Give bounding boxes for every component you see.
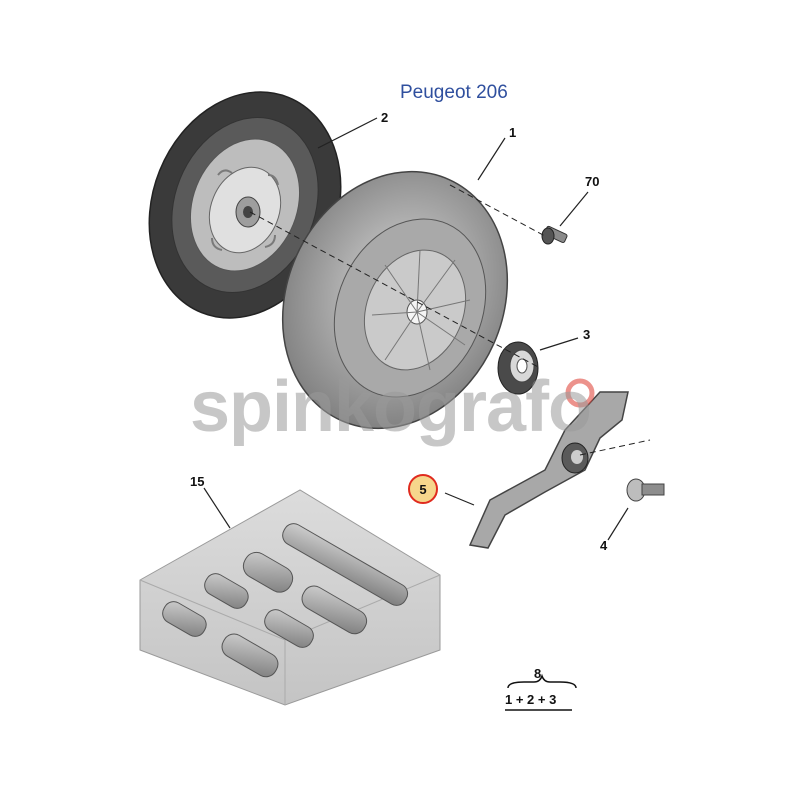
callout-5-highlight: 5 [408, 474, 438, 504]
callout-70: 70 [585, 174, 600, 189]
kit-formula: 1 + 2 + 3 [505, 692, 557, 707]
axis-lines [249, 184, 651, 456]
screw [541, 225, 568, 245]
release-fork [468, 391, 629, 549]
release-bearing [497, 341, 539, 395]
pressure-plate [281, 170, 509, 430]
kit-brace [507, 673, 577, 689]
clutch-disc [148, 91, 342, 319]
watermark-logo-icon [565, 378, 595, 408]
callout-15: 15 [190, 474, 205, 489]
leader-lines [203, 117, 629, 541]
kit-label: 8 [534, 666, 542, 681]
ball-pin [626, 478, 665, 502]
callout-1: 1 [509, 125, 517, 140]
watermark-text: spinkografo [190, 367, 592, 447]
callout-3: 3 [583, 327, 591, 342]
callout-2: 2 [381, 110, 389, 125]
callout-5: 5 [419, 482, 427, 497]
tool-kit-box [139, 489, 441, 706]
callout-4: 4 [600, 538, 608, 553]
diagram-title: Peugeot 206 [400, 82, 508, 103]
